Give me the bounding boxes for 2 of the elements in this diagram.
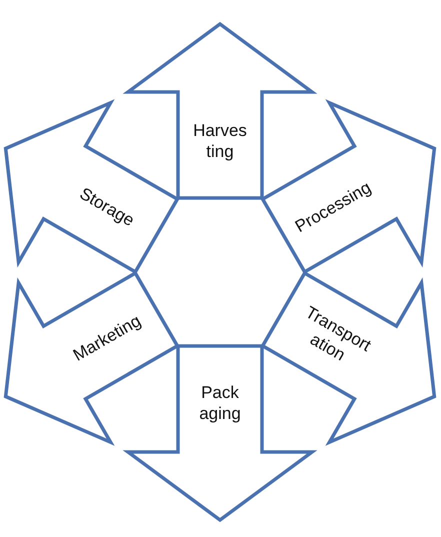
stage-label: Harves ting xyxy=(192,120,248,162)
stage-label: Pack aging xyxy=(198,382,242,424)
